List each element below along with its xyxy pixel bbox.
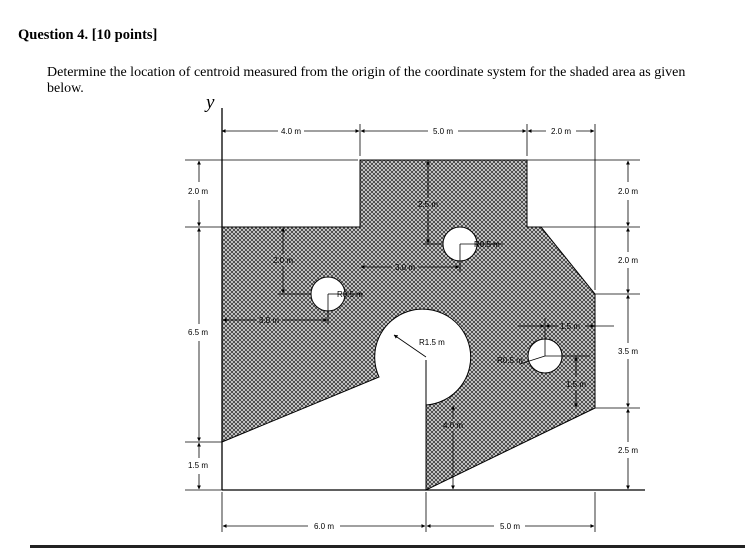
dim-right-3: 3.5 m [618, 347, 638, 356]
right-dimensions [527, 159, 640, 491]
dim-left-2: 6.5 m [188, 328, 208, 337]
left-dimensions [185, 159, 358, 491]
hole1-vertical-label: 2.0 m [273, 256, 293, 265]
dim-right-4: 2.5 m [618, 446, 638, 455]
hole2-dimensions [360, 160, 503, 272]
hole1-dimensions [222, 227, 363, 324]
question-heading: Question 4. [10 points] [18, 27, 158, 43]
dim-left-1: 2.0 m [188, 187, 208, 196]
semicircle-dimensions [393, 334, 455, 490]
dim-right-2: 2.0 m [618, 256, 638, 265]
dim-bottom-1: 6.0 m [314, 522, 334, 531]
dim-bottom-2: 5.0 m [500, 522, 520, 531]
dim-top-3: 2.0 m [551, 127, 571, 136]
dim-right-1: 2.0 m [618, 187, 638, 196]
y-axis-label: y [204, 92, 215, 113]
hole2-horizontal-label: 3.0 m [395, 263, 415, 272]
hole2-vertical-label: 2.5 m [418, 200, 438, 209]
dim-top-2: 5.0 m [433, 127, 453, 136]
dim-top-1: 4.0 m [281, 127, 301, 136]
hole2-radius-label: R0.5 m [474, 240, 500, 249]
shaded-area [221, 159, 596, 491]
bottom-rule [30, 545, 745, 548]
bottom-dimensions [221, 492, 596, 532]
hole3-vertical-label: 1.5 m [566, 380, 586, 389]
hole3-radius-label: R0.5 m [497, 356, 523, 365]
hole1-horizontal-label: 3.0 m [259, 316, 279, 325]
hole1-radius-label: R0.5 m [337, 290, 363, 299]
hole3-horizontal-label: 1.5 m [560, 322, 580, 331]
hole3-dimensions [518, 318, 614, 408]
problem-statement: Determine the location of centroid measu… [47, 65, 686, 96]
slot-depth-label: 4.0 m [443, 421, 463, 430]
semicircle-radius-label: R1.5 m [419, 338, 445, 347]
dim-left-3: 1.5 m [188, 461, 208, 470]
top-dimensions [221, 124, 596, 290]
